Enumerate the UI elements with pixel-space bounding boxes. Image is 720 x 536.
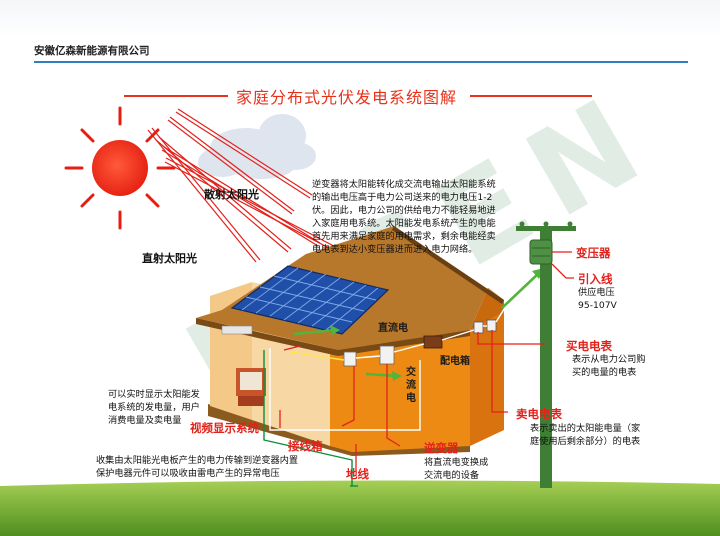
company-name: 安徽亿森新能源有限公司 <box>34 45 150 57</box>
roof-ridge <box>392 226 504 304</box>
inverter-system-text: 逆变器将太阳能转化成交流电输出太阳能系统 的输出电压高于电力公司送来的电力电压1… <box>312 179 496 255</box>
buy-meter-box <box>473 321 484 334</box>
ground-wire-label: 地线 <box>346 467 369 481</box>
wiring <box>269 251 541 431</box>
page-title: 家庭分布式光伏发电系统图解 <box>236 88 458 107</box>
ground-line <box>263 350 358 487</box>
callout-lines <box>279 251 574 470</box>
title-rule-left <box>124 95 228 97</box>
sun-rays <box>147 108 350 263</box>
power-flow-arrows <box>293 268 544 381</box>
house-front-wall <box>330 322 470 452</box>
cloud-icon <box>198 114 316 179</box>
transformer-label: 变压器 <box>576 246 611 260</box>
junction-box <box>343 351 357 367</box>
sell-meter-box <box>486 319 497 332</box>
home-appliance <box>221 325 266 406</box>
buy-meter-label: 买电电表 <box>566 339 612 353</box>
sell-meter-label: 卖电电表 <box>516 407 562 421</box>
lead-in-label: 引入线 <box>578 272 613 286</box>
transformer-icon <box>529 239 553 265</box>
ac-label: 交流电 <box>406 367 416 404</box>
diffuse-sunlight-label: 散射太阳光 <box>204 188 259 201</box>
inverter-text: 将直流电变换成 交流电的设备 <box>424 457 489 481</box>
video-system-text: 可以实时显示太阳能发 电系统的发电量，用户 消费电量及卖电量 <box>108 389 200 426</box>
supply-voltage-text: 供应电压 95-107V <box>578 287 617 311</box>
header-rule <box>34 61 688 63</box>
solar-panel <box>230 265 390 335</box>
sun-icon <box>64 106 176 230</box>
distribution-box <box>423 335 443 349</box>
top-banner <box>0 0 720 38</box>
grass-field <box>0 480 720 536</box>
buy-meter-text: 表示从电力公司购 买的电量的电表 <box>572 354 646 378</box>
sell-meter-text: 表示卖出的太阳能电量（家 庭使用后剩余部分）的电表 <box>530 423 641 447</box>
junction-box-text: 收集由太阳能光电板产生的电力传输到逆变器内置 保护电器元件可以吸收由雷电产生的异… <box>96 455 299 479</box>
distribution-box-label: 配电箱 <box>440 356 470 367</box>
video-system-label: 视频显示系统 <box>190 421 259 435</box>
inverter-label: 逆变器 <box>424 441 459 455</box>
direct-sunlight-label: 直射太阳光 <box>142 252 197 265</box>
utility-pole <box>516 221 576 488</box>
dc-label: 直流电 <box>378 323 408 334</box>
house-side-wall <box>440 312 504 446</box>
title-rule-right <box>470 95 592 97</box>
junction-box-label: 接线箱 <box>288 439 323 453</box>
inverter-box <box>379 345 395 365</box>
